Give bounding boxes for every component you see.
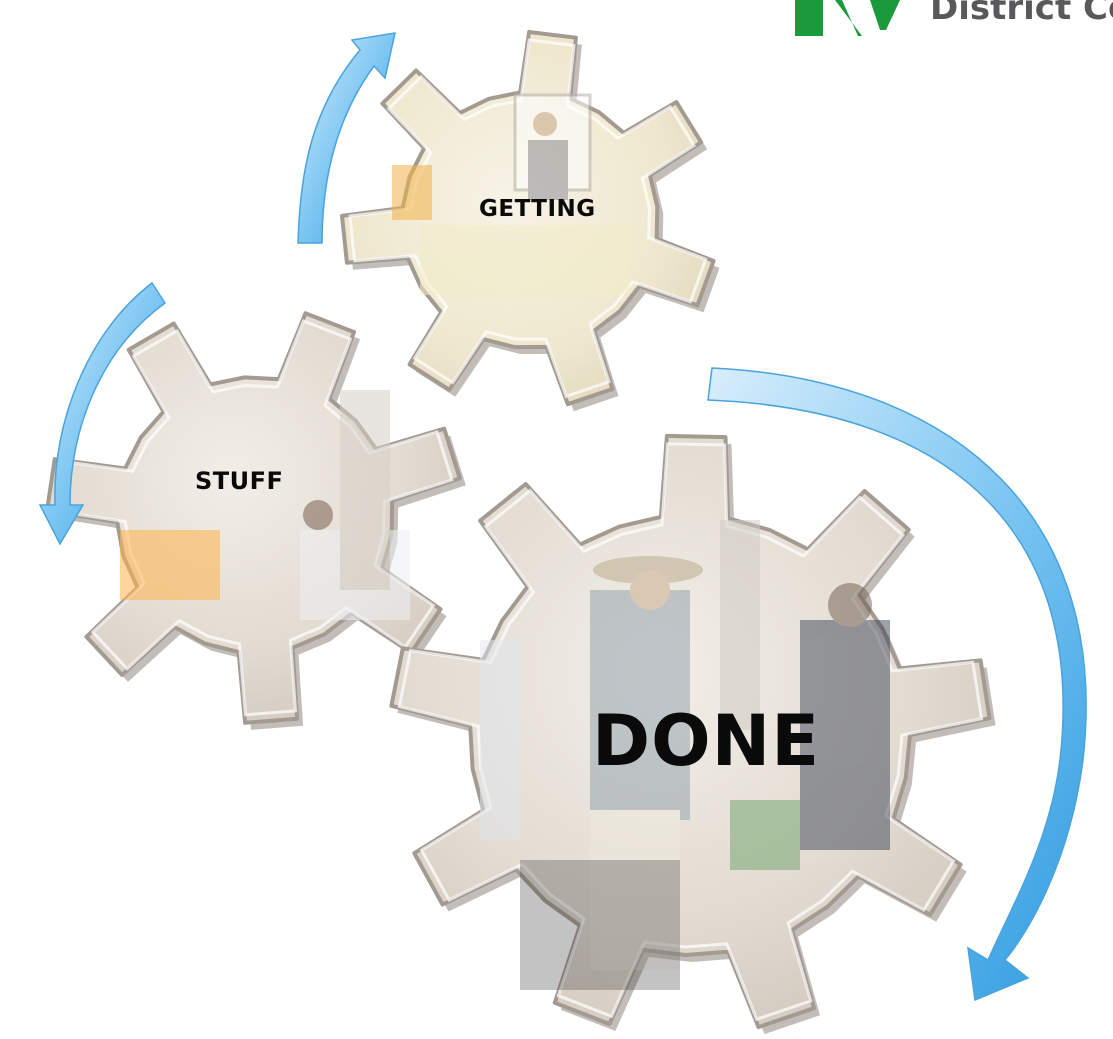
council-logo-mark-icon bbox=[795, 0, 900, 36]
gear-stuff-photo bbox=[120, 390, 410, 620]
gear-done-highlight bbox=[397, 442, 984, 1022]
curved-arrow-down-icon bbox=[38, 281, 167, 546]
curved-arrow-up-icon bbox=[297, 32, 396, 244]
gear-label-stuff: STUFF bbox=[195, 467, 284, 495]
gear-label-getting: GETTING bbox=[479, 196, 596, 222]
logo-text: District Co bbox=[930, 0, 1113, 28]
gear-getting-photo bbox=[392, 93, 630, 295]
gear-done-photo bbox=[480, 520, 890, 990]
curved-arrow-down-icon bbox=[707, 367, 1087, 1002]
gear-done bbox=[389, 433, 996, 1035]
gear-label-done: DONE bbox=[592, 700, 821, 782]
gear-done-body bbox=[389, 433, 992, 1030]
